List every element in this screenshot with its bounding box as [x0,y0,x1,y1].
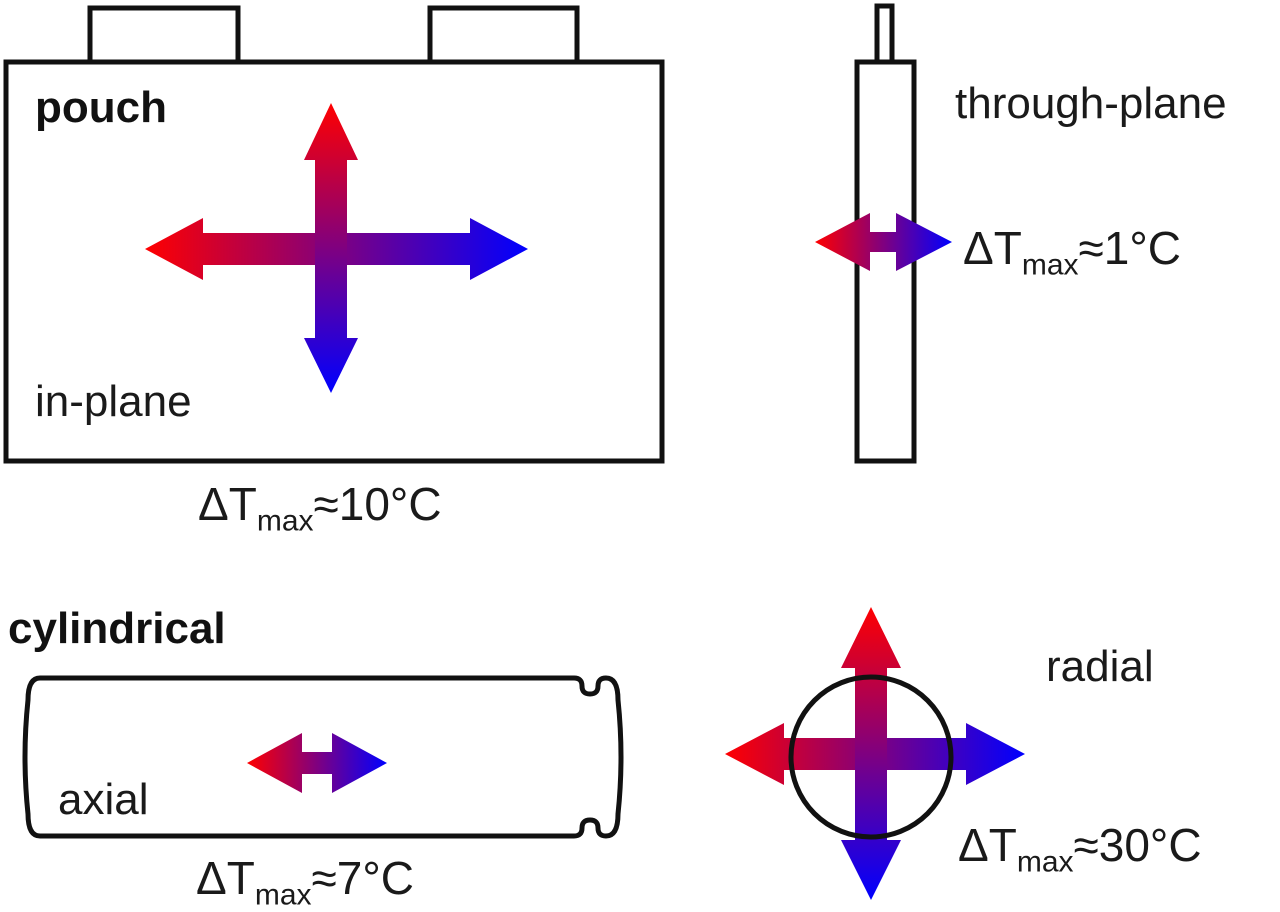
pouch-side-tab [874,3,895,65]
axial-delta-t: ΔTmax≈7°C [196,852,414,910]
delta-t-value: ≈30°C [1073,819,1202,871]
delta-t-symbol: ΔT [963,222,1022,274]
delta-t-subscript: max [1021,248,1079,282]
delta-t-symbol: ΔT [196,852,255,904]
delta-t-subscript: max [254,878,312,912]
through-plane-arrow [815,213,952,271]
radial-label: radial [1046,642,1154,691]
radial-delta-t: ΔTmax≈30°C [958,819,1202,877]
delta-t-value: ≈7°C [311,852,414,904]
delta-t-symbol: ΔT [198,478,257,530]
pouch-tab-left [87,5,241,65]
pouch-tab-right [427,5,580,65]
through-plane-label: through-plane [955,79,1227,128]
through-plane-delta-t: ΔTmax≈1°C [963,222,1181,280]
delta-t-value: ≈10°C [313,478,442,530]
in-plane-arrows [145,103,528,393]
in-plane-vertical-arrow [304,103,358,393]
delta-t-subscript: max [256,504,314,538]
axial-arrow [247,733,387,793]
in-plane-delta-t: ΔTmax≈10°C [198,478,442,536]
delta-t-subscript: max [1016,845,1074,879]
pouch-title: pouch [35,83,167,132]
delta-t-value: ≈1°C [1078,222,1181,274]
delta-t-symbol: ΔT [958,819,1017,871]
in-plane-label: in-plane [35,377,192,426]
cylindrical-cross-section [788,674,954,840]
axial-label: axial [58,775,149,824]
cylindrical-title: cylindrical [8,604,226,653]
